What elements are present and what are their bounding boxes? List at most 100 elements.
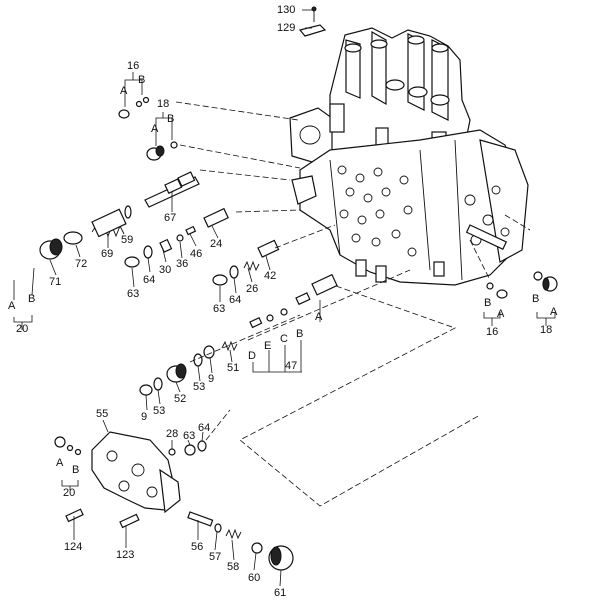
part-18-plug-upper xyxy=(146,141,178,161)
part-130-pin xyxy=(311,6,317,22)
callout-20-left: 20 xyxy=(16,323,29,335)
callout-20-lower: 20 xyxy=(63,487,76,499)
part-55-cover xyxy=(91,431,181,514)
part-57-ring xyxy=(214,523,222,533)
callout-61: 61 xyxy=(274,587,287,599)
callout-60: 60 xyxy=(248,572,261,584)
part-42-sleeve xyxy=(257,239,280,258)
callout-47: 47 xyxy=(285,360,298,372)
part-30-stopper xyxy=(159,238,173,253)
part-123-bolt xyxy=(119,513,140,529)
part-59-stopper xyxy=(124,205,132,219)
callout-57: 57 xyxy=(209,551,222,563)
part-20-plug-lower xyxy=(54,436,82,456)
part-51-spring xyxy=(221,340,238,352)
part-71-cap xyxy=(39,238,63,260)
part-63-oring-mid xyxy=(212,274,228,286)
callout-9-upper: 9 xyxy=(208,373,215,385)
callout-69: 69 xyxy=(101,248,114,260)
letter-b-20-lower: B xyxy=(72,464,80,476)
callout-67: 67 xyxy=(164,212,177,224)
callout-51: 51 xyxy=(227,362,240,374)
callout-130: 130 xyxy=(277,4,296,16)
callout-42: 42 xyxy=(264,270,277,282)
callout-63-lower: 63 xyxy=(183,430,196,442)
callout-55: 55 xyxy=(96,408,109,420)
callout-53-upper: 53 xyxy=(193,381,206,393)
letter-b-18-right: B xyxy=(532,293,540,305)
assembly-dashed-lines xyxy=(175,101,531,507)
callout-64-upper: 64 xyxy=(143,274,156,286)
part-26-spring xyxy=(243,260,260,272)
callout-56: 56 xyxy=(191,541,204,553)
callout-30: 30 xyxy=(159,264,172,276)
part-52-plug xyxy=(166,363,187,383)
part-16-plug-right xyxy=(486,282,508,299)
part-63-oring-lower xyxy=(184,444,196,456)
part-61-plug xyxy=(268,545,294,571)
letter-c-47: C xyxy=(280,333,288,345)
part-124-bolt xyxy=(65,508,84,523)
part-47-relief-valve xyxy=(249,273,338,329)
callout-64-lower: 64 xyxy=(198,422,211,434)
callout-16-upper: 16 xyxy=(127,60,140,72)
part-64-ring-upper xyxy=(143,245,153,259)
letter-a-18-upper: A xyxy=(151,123,159,135)
letter-b-20-left: B xyxy=(28,293,36,305)
callout-28: 28 xyxy=(166,428,179,440)
part-58-spring xyxy=(225,528,242,540)
callout-64-mid: 64 xyxy=(229,294,242,306)
letter-a-18-right: A xyxy=(550,306,558,318)
letter-b-18-upper: B xyxy=(167,113,175,125)
part-60-oring xyxy=(251,542,263,554)
part-9-oring-lower xyxy=(139,384,153,396)
callout-26: 26 xyxy=(246,283,259,295)
part-36-ball xyxy=(176,234,184,242)
callout-24: 24 xyxy=(210,238,223,250)
callout-53-lower: 53 xyxy=(153,405,166,417)
callout-18-upper: 18 xyxy=(157,98,170,110)
part-64-ring-lower xyxy=(197,440,207,452)
callout-123: 123 xyxy=(116,549,135,561)
letter-a-16-upper: A xyxy=(120,85,128,97)
part-64-ring-mid xyxy=(229,265,239,279)
callout-18-right: 18 xyxy=(540,324,553,336)
letter-a-20-left: A xyxy=(8,300,16,312)
callout-52: 52 xyxy=(174,393,187,405)
letter-a-16-right: A xyxy=(497,308,505,320)
part-46-pin xyxy=(185,225,197,236)
part-28-pin xyxy=(168,448,176,456)
callout-9-lower: 9 xyxy=(141,411,148,423)
part-18-plug-right xyxy=(533,271,558,292)
part-69-spring xyxy=(91,208,127,238)
letter-b-47: B xyxy=(296,328,304,340)
letter-b-16-right: B xyxy=(484,297,492,309)
callout-129: 129 xyxy=(277,22,296,34)
letter-b-16-upper: B xyxy=(138,74,146,86)
part-56-spool xyxy=(187,511,214,527)
part-72-ring xyxy=(63,231,83,245)
callout-16-right: 16 xyxy=(486,326,499,338)
letter-e-47: E xyxy=(264,340,272,352)
leader-lines xyxy=(13,9,556,587)
callout-72: 72 xyxy=(75,258,88,270)
letter-a-47: A xyxy=(315,311,323,323)
letter-d-47: D xyxy=(248,350,256,362)
part-9-oring-upper xyxy=(203,345,215,359)
control-valve-body xyxy=(289,27,529,286)
callout-46: 46 xyxy=(190,248,203,260)
letter-a-20-lower: A xyxy=(56,457,64,469)
callout-36: 36 xyxy=(176,258,189,270)
callout-63-mid: 63 xyxy=(213,303,226,315)
callout-71: 71 xyxy=(49,276,62,288)
part-53-ring-lower xyxy=(153,377,163,391)
part-24-spool-end xyxy=(203,207,229,228)
part-16-plug-upper xyxy=(118,96,150,119)
callout-58: 58 xyxy=(227,561,240,573)
part-129-plate xyxy=(298,24,327,37)
callout-124: 124 xyxy=(64,541,83,553)
callout-63-upper: 63 xyxy=(127,288,140,300)
part-63-oring-upper xyxy=(124,256,140,268)
